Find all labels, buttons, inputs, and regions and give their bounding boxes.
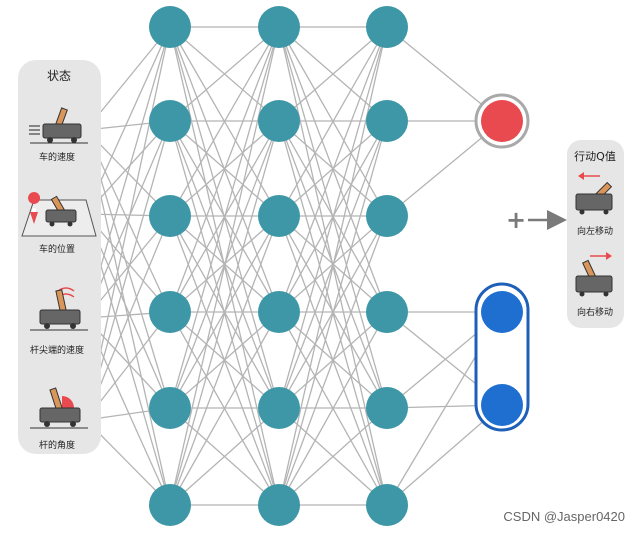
action-label-move-left: 向左移动 xyxy=(577,225,613,237)
hidden-node-l2-6 xyxy=(258,484,300,526)
input-label-pole-angle: 杆的角度 xyxy=(39,439,75,451)
hidden-node-l3-2 xyxy=(366,100,408,142)
hidden-node-l2-1 xyxy=(258,6,300,48)
edge-h2-5-h3-2 xyxy=(278,215,388,506)
hidden-node-l3-4 xyxy=(366,291,408,333)
hidden-node-l2-3 xyxy=(258,195,300,237)
edge-h1-5-h2-1 xyxy=(169,120,280,506)
hidden-node-l3-5 xyxy=(366,387,408,429)
cart-speed-icon xyxy=(29,107,88,144)
input-label-cart-speed: 车的速度 xyxy=(39,151,75,163)
connection-lines xyxy=(85,26,503,506)
edge-h1-2-h2-0 xyxy=(169,26,280,217)
hidden-node-l1-6 xyxy=(149,484,191,526)
dueling-streams xyxy=(474,93,530,432)
input-label-cart-position: 车的位置 xyxy=(39,243,75,255)
input-label-pole-tip-speed: 杆尖端的速度 xyxy=(30,344,84,356)
edge-h2-5-h3-1 xyxy=(278,120,388,506)
hidden-node-l3-6 xyxy=(366,484,408,526)
edge-h2-4-h3-0 xyxy=(278,26,388,409)
edge-h2-2-h3-0 xyxy=(278,26,388,217)
edge-h1-5-h2-0 xyxy=(169,26,280,506)
hidden-node-l1-2 xyxy=(149,100,191,142)
move-right-icon xyxy=(575,252,613,297)
edge-h1-1-h2-0 xyxy=(169,26,280,122)
hidden-node-l2-5 xyxy=(258,387,300,429)
hidden-node-l3-3 xyxy=(366,195,408,237)
hidden-node-l1-5 xyxy=(149,387,191,429)
edge-h1-5-h2-4 xyxy=(169,407,280,506)
hidden-node-l2-2 xyxy=(258,100,300,142)
edge-h1-3-h2-0 xyxy=(169,26,280,313)
advantage-node-right xyxy=(481,384,523,426)
advantage-node-left xyxy=(481,291,523,333)
edge-h2-3-h3-0 xyxy=(278,26,388,313)
pole-angle-icon xyxy=(30,387,88,429)
value-node xyxy=(481,100,523,142)
state-panel-title: 状态 xyxy=(47,69,71,83)
edge-h2-5-h3-4 xyxy=(278,407,388,506)
move-left-icon xyxy=(575,172,613,215)
edge-h2-1-h3-0 xyxy=(278,26,388,122)
action-label-move-right: 向右移动 xyxy=(577,306,613,318)
edge-h2-5-h3-3 xyxy=(278,311,388,506)
watermark: CSDN @Jasper0420 xyxy=(503,509,625,524)
action-q-title: 行动Q值 xyxy=(574,150,616,163)
state-panel: 状态 车的速度 车的位置 xyxy=(18,60,101,454)
edge-h1-5-h2-2 xyxy=(169,215,280,506)
hidden-node-l1-4 xyxy=(149,291,191,333)
edge-h1-5-h2-3 xyxy=(169,311,280,506)
pole-tip-speed-icon xyxy=(30,287,88,331)
hidden-node-l2-4 xyxy=(258,291,300,333)
edge-h1-4-h2-0 xyxy=(169,26,280,409)
edge-h2-5-h3-0 xyxy=(278,26,388,506)
hidden-node-l3-1 xyxy=(366,6,408,48)
aggregate-plus-symbol: + xyxy=(506,206,526,234)
hidden-layer-nodes xyxy=(149,6,408,526)
hidden-node-l1-3 xyxy=(149,195,191,237)
action-q-panel: 行动Q值 向左移动 向右移动 xyxy=(567,140,624,328)
hidden-node-l1-1 xyxy=(149,6,191,48)
cart-position-icon xyxy=(21,192,97,237)
